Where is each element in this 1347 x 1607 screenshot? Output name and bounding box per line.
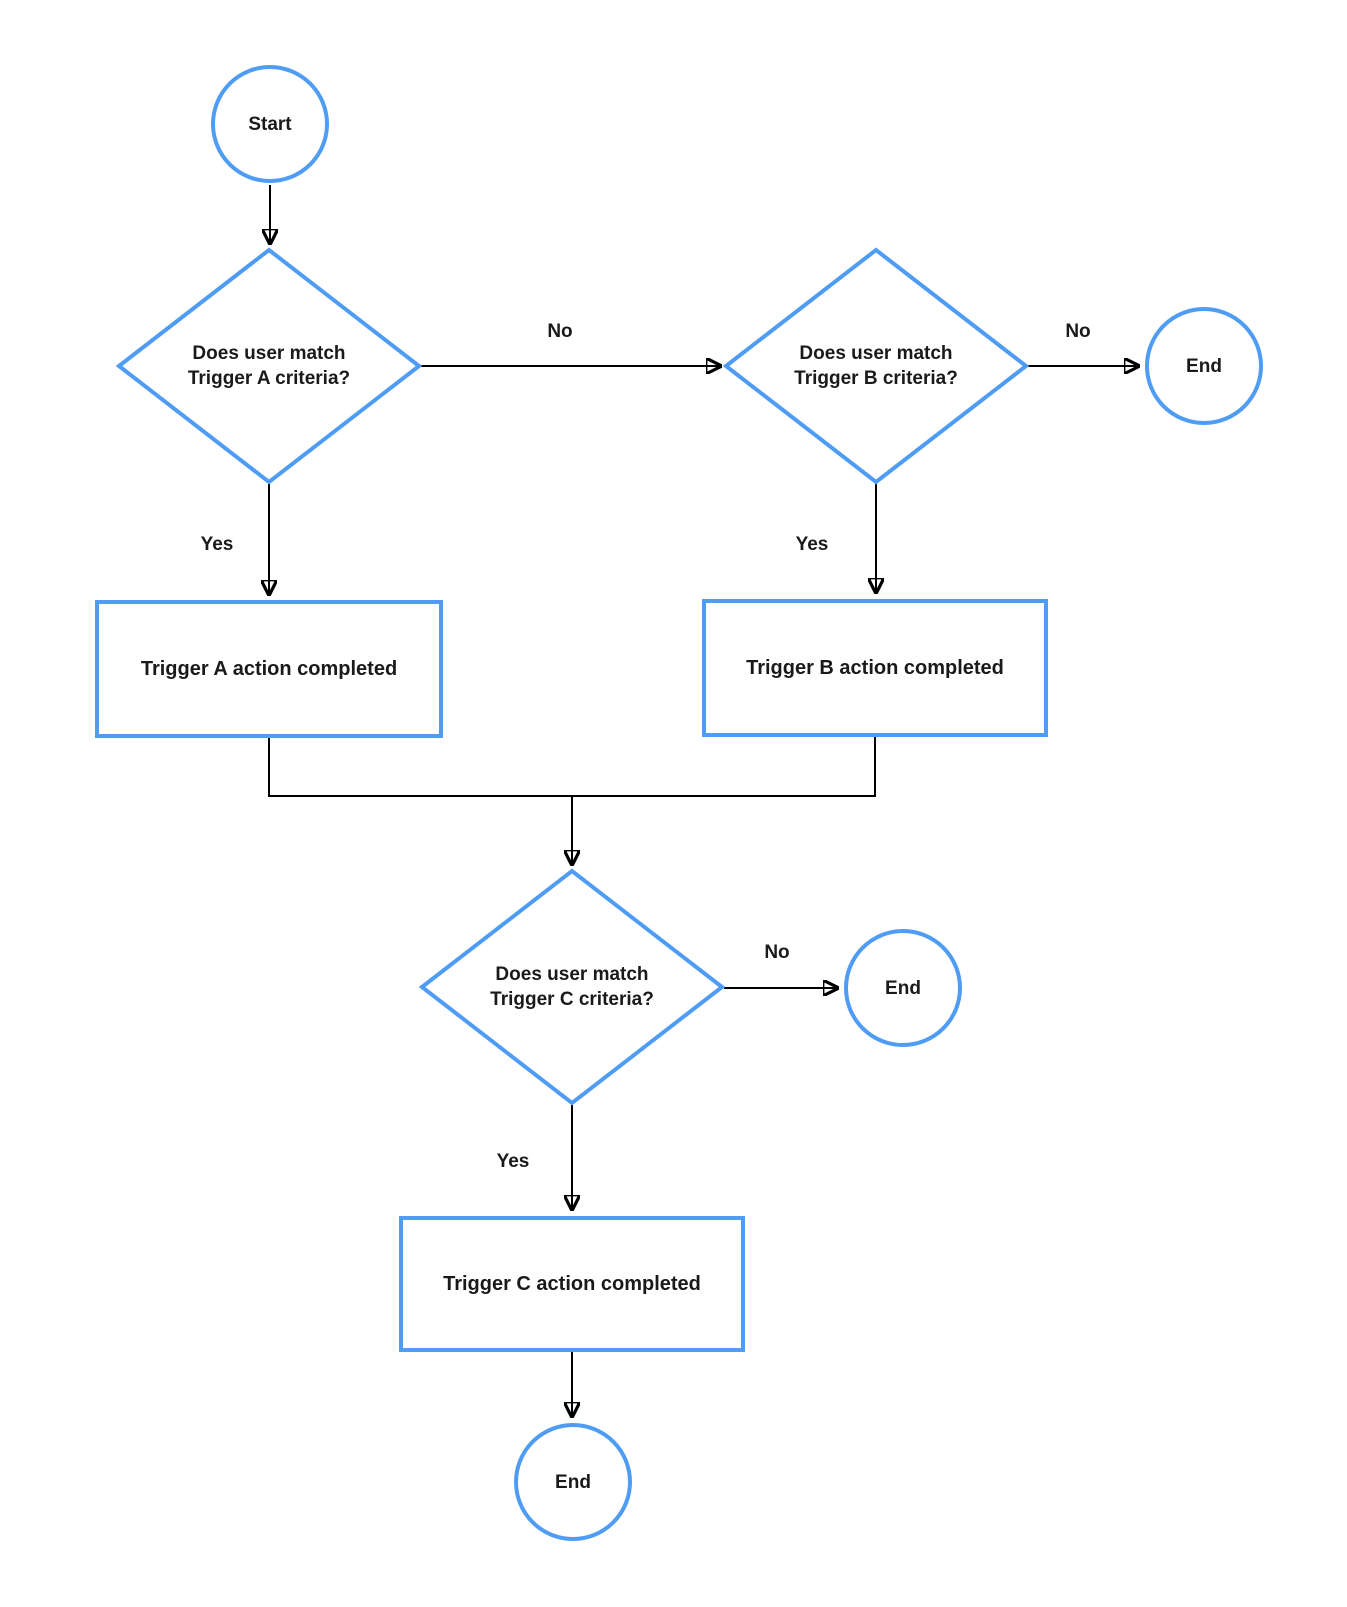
action-b-label: Trigger B action completed xyxy=(746,656,1004,679)
decision-b-shape xyxy=(723,247,1029,485)
decision-a-shape xyxy=(116,247,422,485)
decision-c-label: Does user match Trigger C criteria? xyxy=(490,964,654,1010)
action-a-label: Trigger A action completed xyxy=(140,657,398,680)
start-node-label: Start xyxy=(248,113,292,135)
action-c-label: Trigger C action completed xyxy=(443,1272,701,1295)
end-middle-node-label: End xyxy=(885,977,921,999)
decision-b-node: Does user match Trigger B criteria? xyxy=(723,247,1029,485)
end-bottom-node: End xyxy=(514,1423,632,1541)
edge-label-yes-b: Yes xyxy=(792,534,832,556)
action-c-node: Trigger C action completed xyxy=(399,1216,745,1352)
end-bottom-node-label: End xyxy=(555,1471,591,1493)
decision-c-shape xyxy=(419,868,725,1106)
end-top-node: End xyxy=(1145,307,1263,425)
action-b-node: Trigger B action completed xyxy=(702,599,1048,737)
start-node: Start xyxy=(211,65,329,183)
edge-label-yes-c: Yes xyxy=(493,1151,533,1173)
edge-label-no-c-to-end: No xyxy=(761,942,793,964)
edge-label-no-a-to-b: No xyxy=(544,321,576,343)
edge-label-yes-a: Yes xyxy=(197,534,237,556)
end-middle-node: End xyxy=(844,929,962,1047)
end-top-node-label: End xyxy=(1186,355,1222,377)
decision-a-label: Does user match Trigger A criteria? xyxy=(187,343,351,389)
edge-label-no-b-to-end: No xyxy=(1062,321,1094,343)
edge-actions-merge xyxy=(268,737,876,797)
decision-b-label: Does user match Trigger B criteria? xyxy=(794,343,958,389)
action-a-node: Trigger A action completed xyxy=(95,600,443,738)
decision-c-node: Does user match Trigger C criteria? xyxy=(419,868,725,1106)
decision-a-node: Does user match Trigger A criteria? xyxy=(116,247,422,485)
